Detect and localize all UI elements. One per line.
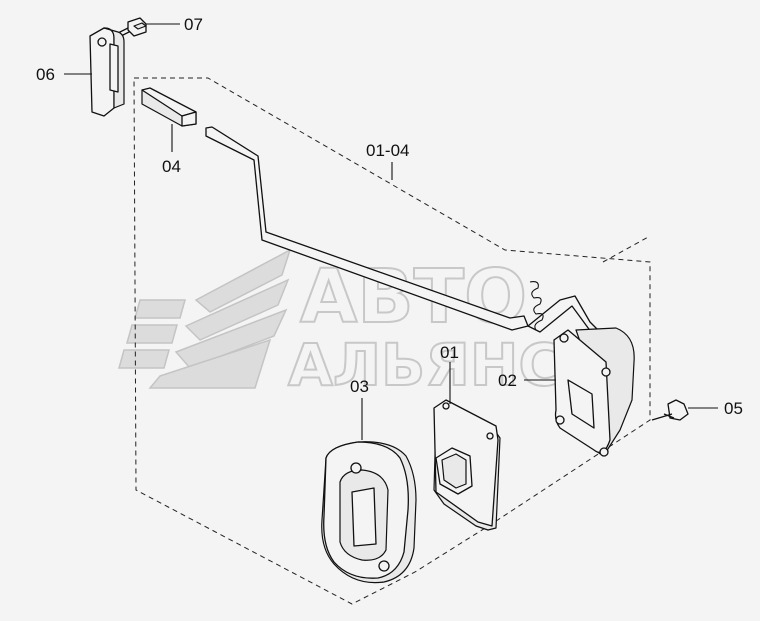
callout-04: 04 bbox=[162, 157, 181, 176]
callout-01: 01 bbox=[440, 343, 459, 362]
cover-03 bbox=[321, 441, 417, 584]
screw-07 bbox=[115, 17, 147, 39]
bolt-05 bbox=[651, 399, 689, 421]
watermark-line1: АВТО bbox=[300, 254, 527, 340]
watermark-line2: АЛЬЯНС bbox=[288, 331, 561, 399]
pedal-pad-06 bbox=[89, 27, 125, 117]
callout-06: 06 bbox=[36, 65, 55, 84]
callout-01-04: 01-04 bbox=[366, 141, 409, 160]
callout-05: 05 bbox=[724, 399, 743, 418]
callout-labels: 07 06 04 01-04 01 02 03 05 bbox=[36, 15, 743, 418]
sleeve-04 bbox=[141, 87, 197, 127]
return-spring bbox=[529, 281, 544, 331]
sensor-01 bbox=[433, 399, 501, 531]
callout-07: 07 bbox=[184, 15, 203, 34]
watermark-emblem bbox=[118, 248, 292, 389]
bracket-02 bbox=[553, 327, 635, 457]
watermark: АВТО АЛЬЯНС bbox=[118, 248, 562, 400]
callout-03: 03 bbox=[350, 377, 369, 396]
assembly-boundary bbox=[133, 77, 651, 605]
callout-02: 02 bbox=[498, 371, 517, 390]
leader-lines bbox=[64, 23, 718, 440]
